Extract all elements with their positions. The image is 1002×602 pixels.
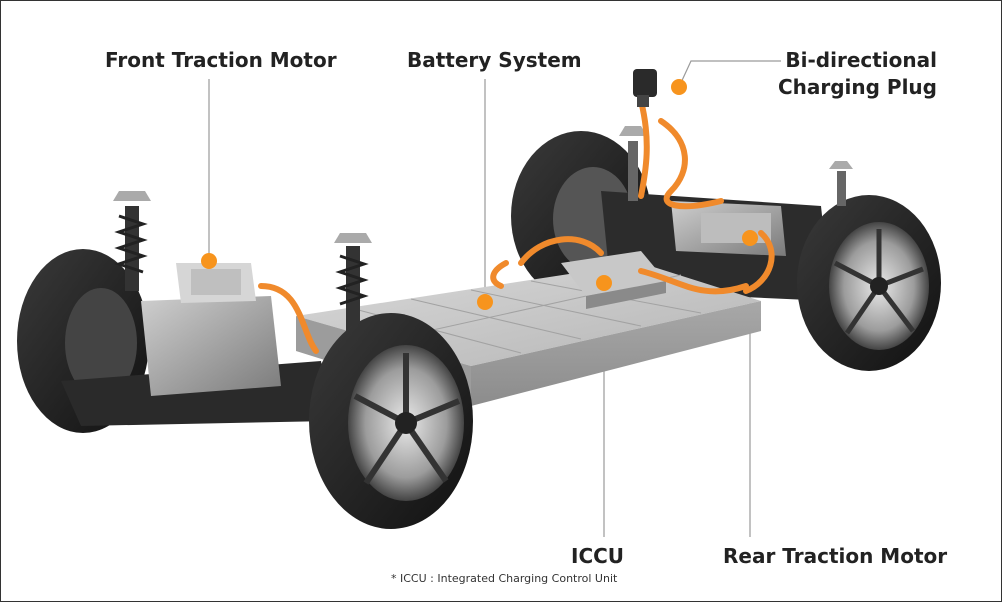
marker-charging	[671, 79, 687, 95]
marker-battery	[477, 294, 493, 310]
charging-plug	[633, 69, 657, 107]
front-shocks	[113, 191, 372, 331]
label-charging-line2: Charging Plug	[777, 75, 937, 99]
front-right-wheel	[309, 313, 473, 529]
marker-rear-motor	[742, 230, 758, 246]
leader-charging	[678, 60, 781, 88]
marker-front-motor	[201, 253, 217, 269]
label-battery-system: Battery System	[407, 48, 582, 72]
rear-right-wheel	[797, 195, 941, 371]
front-subframe	[61, 263, 331, 426]
label-front-traction-motor: Front Traction Motor	[105, 48, 337, 72]
label-charging-line1: Bi-directional	[785, 48, 937, 72]
footnote-iccu: * ICCU : Integrated Charging Control Uni…	[391, 572, 618, 585]
rear-subframe	[601, 191, 831, 301]
rear-shocks	[619, 126, 853, 206]
label-iccu: ICCU	[571, 544, 625, 568]
marker-iccu	[596, 275, 612, 291]
iccu-unit	[561, 251, 666, 309]
label-rear-traction-motor: Rear Traction Motor	[723, 544, 948, 568]
orange-cables	[258, 98, 775, 354]
